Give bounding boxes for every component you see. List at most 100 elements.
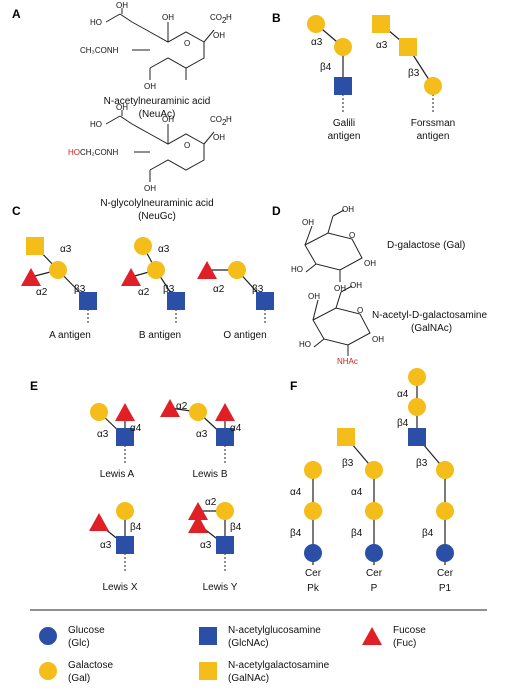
galactose-icon: [408, 398, 426, 416]
glcnac-icon: [334, 77, 352, 95]
galnac-icon: [337, 428, 355, 446]
svg-text:β4: β4: [351, 528, 363, 539]
galnac-structure: [312, 285, 371, 356]
galactose-icon: [216, 502, 234, 520]
galactose-icon: [436, 461, 454, 479]
galactose-icon: [334, 38, 352, 56]
panel-label-e: E: [30, 379, 38, 393]
svg-text:α3: α3: [100, 540, 112, 551]
svg-text:α3: α3: [97, 429, 109, 440]
svg-text:B antigen: B antigen: [139, 330, 181, 341]
neuac-atoms: HO OH OH CO 2 H OH O CH₃CONH OH: [80, 1, 232, 91]
b-antigen: α3 α2 β3 B antigen: [121, 237, 185, 341]
svg-text:β3: β3: [416, 458, 428, 469]
svg-text:OH: OH: [372, 335, 384, 344]
o-antigen: α2 β3 O antigen: [197, 261, 274, 341]
svg-text:β4: β4: [290, 528, 302, 539]
galactose-structure: [304, 209, 363, 282]
lewis-y: α2 β4 α3 Lewis Y: [188, 497, 242, 593]
svg-text:CH₂CONH: CH₂CONH: [80, 148, 118, 157]
fucose-icon: [121, 268, 141, 286]
neugc-name: N-glycolylneuraminic acid: [100, 198, 213, 209]
svg-text:β4: β4: [422, 528, 434, 539]
galili-antigen: α3 β4 Galili antigen: [307, 15, 360, 142]
legend-galnac: N-acetylgalactosamine (GalNAc): [199, 660, 330, 684]
galactose-label: D-galactose (Gal): [387, 240, 465, 251]
svg-text:OH: OH: [116, 1, 128, 10]
glucose-icon: [365, 544, 383, 562]
svg-text:O: O: [184, 141, 190, 150]
galactose-icon: [134, 237, 152, 255]
svg-text:α3: α3: [200, 540, 212, 551]
svg-text:Glucose: Glucose: [68, 625, 105, 636]
svg-text:2: 2: [222, 16, 227, 25]
glcnac-icon: [216, 536, 234, 554]
galnac-label-line2: (GalNAc): [411, 323, 452, 334]
glcnac-icon: [216, 428, 234, 446]
svg-text:α2: α2: [205, 497, 217, 508]
legend-fucose: Fucose (Fuc): [362, 625, 426, 649]
svg-text:Cer: Cer: [437, 568, 454, 579]
svg-text:OH: OH: [302, 218, 314, 227]
nhac-group: NHAc: [337, 357, 358, 366]
neugc-abbr: (NeuGc): [138, 211, 176, 222]
svg-text:2: 2: [222, 118, 227, 127]
svg-text:HO: HO: [299, 340, 311, 349]
svg-text:OH: OH: [144, 82, 156, 91]
panel-label-b: B: [272, 11, 281, 25]
svg-text:OH: OH: [364, 259, 376, 268]
panel-label-a: A: [12, 7, 21, 21]
galactose-icon: [116, 502, 134, 520]
svg-text:α4: α4: [290, 487, 302, 498]
galnac-atoms: OH OH O OH HO NHAc: [299, 281, 384, 366]
svg-text:Forssman: Forssman: [411, 118, 455, 129]
neugc-structure: [105, 110, 215, 182]
svg-text:α3: α3: [60, 244, 72, 255]
fucose-icon: [362, 627, 382, 645]
svg-text:Pk: Pk: [307, 583, 320, 594]
svg-text:Galactose: Galactose: [68, 660, 113, 671]
legend-glucose: Glucose (Glc): [39, 625, 105, 649]
glucose-icon: [436, 544, 454, 562]
svg-text:α4: α4: [130, 423, 142, 434]
svg-text:CH₃CONH: CH₃CONH: [80, 46, 119, 55]
fucose-icon: [89, 513, 109, 531]
glcnac-icon: [199, 627, 217, 645]
svg-text:β4: β4: [320, 62, 332, 73]
forssman-antigen: α3 β3 Forssman antigen: [372, 15, 455, 142]
svg-text:OH: OH: [162, 115, 174, 124]
svg-text:antigen: antigen: [328, 131, 361, 142]
svg-text:α2: α2: [213, 284, 225, 295]
svg-text:α2: α2: [36, 287, 48, 298]
glcnac-icon: [408, 428, 426, 446]
galactose-icon: [147, 261, 165, 279]
svg-text:(Gal): (Gal): [68, 673, 90, 684]
glcnac-icon: [256, 292, 274, 310]
svg-text:N-acetylgalactosamine: N-acetylgalactosamine: [228, 660, 330, 671]
glucose-icon: [304, 544, 322, 562]
neugc-atoms: HO OH OH CO 2 H OH O HO CH₂CONH OH: [68, 103, 232, 193]
svg-text:(GalNAc): (GalNAc): [228, 673, 269, 684]
svg-text:Lewis B: Lewis B: [192, 469, 227, 480]
p1-antigen: α4 β4 β3 β4 Cer P1: [397, 368, 454, 594]
svg-text:β3: β3: [163, 284, 175, 295]
svg-text:Lewis Y: Lewis Y: [203, 582, 238, 593]
svg-text:OH: OH: [308, 292, 320, 301]
svg-text:O: O: [184, 39, 190, 48]
svg-text:Lewis A: Lewis A: [100, 469, 135, 480]
svg-text:α3: α3: [196, 429, 208, 440]
lewis-b: α2 α3 α4 Lewis B: [160, 399, 242, 480]
svg-text:α2: α2: [138, 287, 150, 298]
svg-text:(GlcNAc): (GlcNAc): [228, 638, 269, 649]
galactose-icon: [365, 502, 383, 520]
galnac-icon: [399, 38, 417, 56]
svg-text:β3: β3: [252, 284, 264, 295]
galactose-icon: [424, 77, 442, 95]
svg-text:Lewis X: Lewis X: [102, 582, 137, 593]
svg-text:OH: OH: [162, 13, 174, 22]
glcnac-icon: [116, 536, 134, 554]
svg-text:OH: OH: [144, 184, 156, 193]
panel-label-f: F: [290, 379, 297, 393]
svg-text:(Glc): (Glc): [68, 638, 90, 649]
legend-glcnac: N-acetylglucosamine (GlcNAc): [199, 625, 321, 649]
